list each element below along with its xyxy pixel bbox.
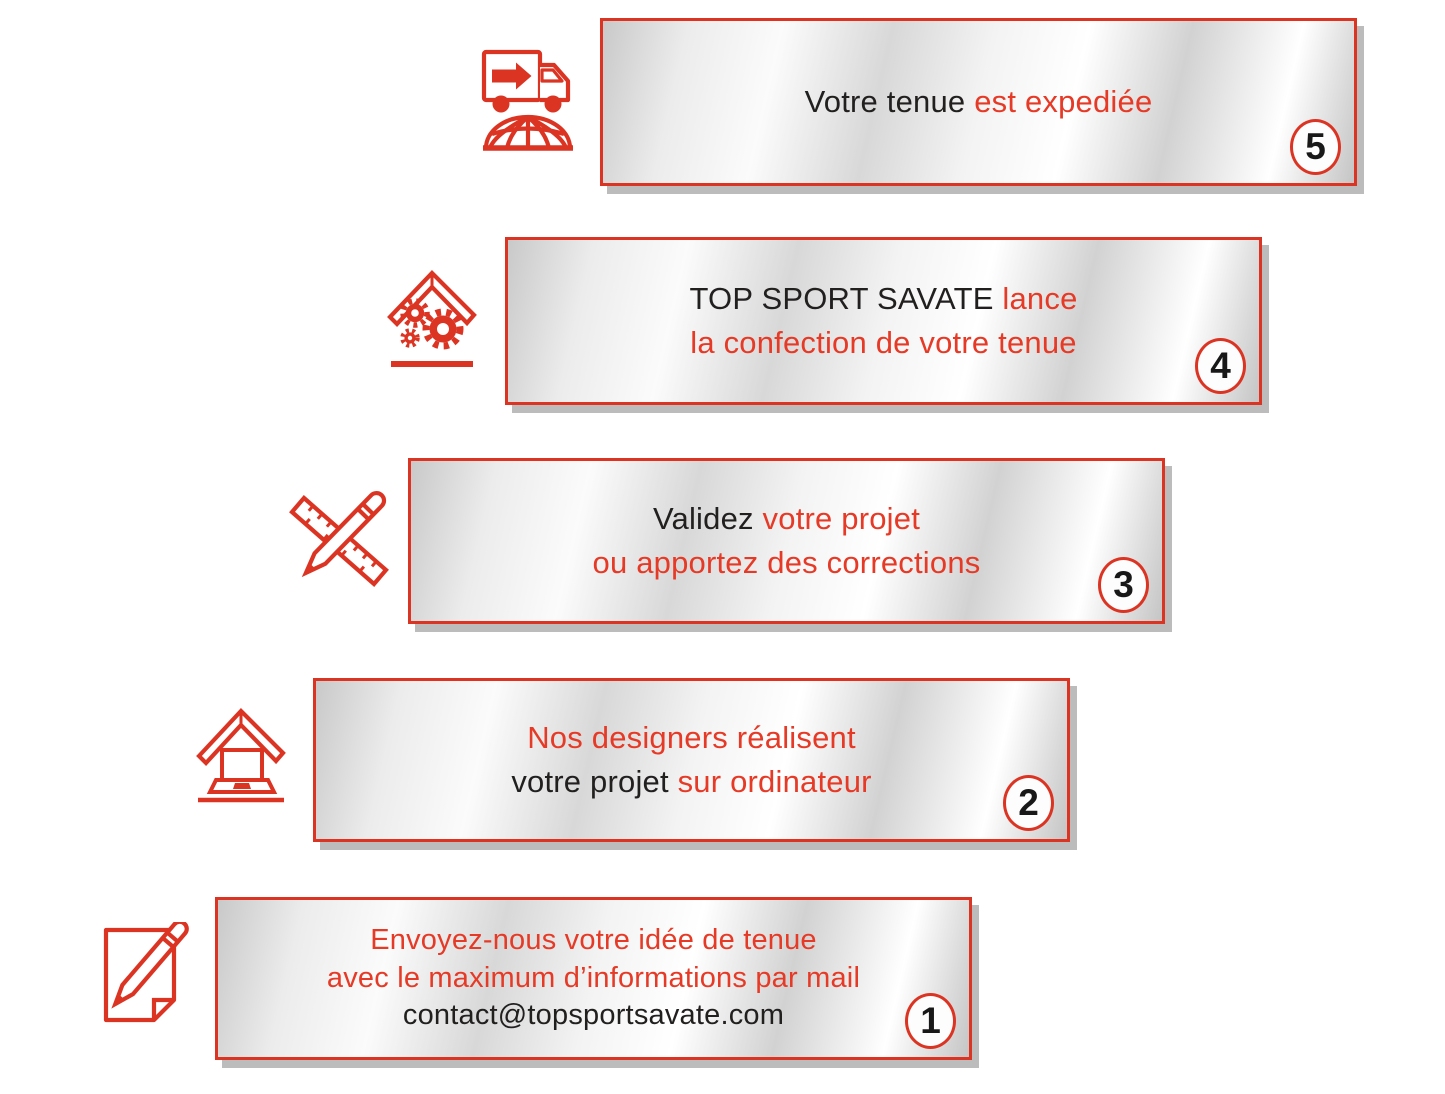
workshop-laptop-icon — [196, 706, 286, 804]
text-segment: Votre tenue — [804, 83, 975, 119]
text-segment: la confection de votre tenue — [690, 325, 1077, 360]
text-line: Envoyez-nous votre idée de tenue — [218, 922, 969, 960]
text-segment: votre projet — [511, 764, 678, 799]
note-pencil-icon — [96, 922, 190, 1024]
step-number-badge: 1 — [905, 993, 956, 1049]
text-line: votre projet sur ordinateur — [316, 760, 1067, 804]
step-4-text: TOP SPORT SAVATE lance la confection de … — [508, 277, 1259, 365]
pencil-ruler-icon — [286, 488, 390, 590]
step-panel-1: Envoyez-nous votre idée de tenue avec le… — [215, 897, 972, 1060]
text-segment: ou apportez des corrections — [592, 545, 981, 580]
text-segment: Envoyez-nous votre idée de tenue — [370, 923, 817, 956]
delivery-truck-globe-icon — [477, 44, 579, 158]
text-segment: sur ordinateur — [677, 764, 872, 799]
text-line: contact@topsportsavate.com — [218, 997, 969, 1035]
text-line: la confection de votre tenue — [508, 321, 1259, 365]
step-panel-2: Nos designers réalisent votre projet sur… — [313, 678, 1070, 842]
text-segment: avec le maximum d’informations par mail — [326, 961, 861, 994]
step-number: 1 — [920, 1000, 941, 1041]
workshop-gears-icon — [386, 266, 478, 370]
text-segment: Nos designers réalisent — [527, 719, 856, 755]
text-line: avec le maximum d’informations par mail — [218, 960, 969, 998]
step-number-badge: 3 — [1098, 557, 1149, 613]
step-number: 2 — [1018, 782, 1039, 823]
step-number: 3 — [1113, 564, 1134, 605]
text-line: Votre tenue est expediée — [603, 80, 1354, 124]
step-number-badge: 4 — [1195, 338, 1246, 394]
text-line: ou apportez des corrections — [411, 541, 1162, 585]
step-panel-3: Validez votre projet ou apportez des cor… — [408, 458, 1165, 624]
step-number-badge: 5 — [1290, 119, 1341, 175]
step-2-text: Nos designers réalisent votre projet sur… — [316, 716, 1067, 804]
contact-email: contact@topsportsavate.com — [402, 999, 785, 1032]
step-1-text: Envoyez-nous votre idée de tenue avec le… — [218, 922, 969, 1035]
step-5-text: Votre tenue est expediée — [603, 80, 1354, 124]
text-line: Validez votre projet — [411, 497, 1162, 541]
step-panel-4: TOP SPORT SAVATE lance la confection de … — [505, 237, 1262, 405]
step-number-badge: 2 — [1003, 775, 1054, 831]
text-segment: lance — [1002, 280, 1078, 316]
step-3-text: Validez votre projet ou apportez des cor… — [411, 497, 1162, 585]
step-panel-5: Votre tenue est expediée 5 — [600, 18, 1357, 186]
text-segment: est expediée — [974, 83, 1153, 119]
text-segment: votre projet — [762, 500, 921, 536]
step-number: 5 — [1305, 126, 1326, 167]
text-line: Nos designers réalisent — [316, 716, 1067, 760]
text-line: TOP SPORT SAVATE lance — [508, 277, 1259, 321]
text-segment: TOP SPORT SAVATE — [689, 280, 1003, 316]
text-segment: Validez — [652, 500, 763, 536]
step-number: 4 — [1210, 345, 1231, 386]
